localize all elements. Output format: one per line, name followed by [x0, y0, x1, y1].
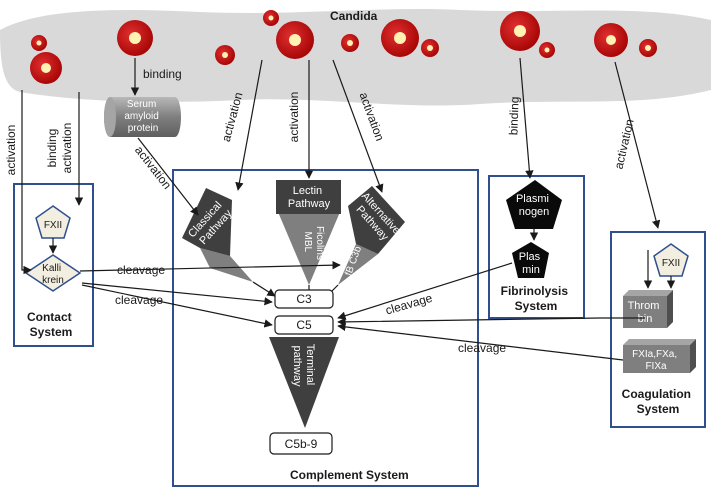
coagulation-system-title: Coagulation System [622, 387, 695, 416]
complement-system-title: Complement System [290, 468, 409, 482]
kallikrein-diamond [24, 254, 82, 292]
edge-label-binding: binding [506, 96, 521, 135]
terminal-pathway-triangle [269, 337, 339, 428]
candida-cells [30, 10, 657, 84]
c3-label: C3 [296, 292, 312, 306]
c5b9-label: C5b-9 [285, 437, 318, 451]
coagulation-system: FXII Throm bin FXIa,FXa, FIXa Coagulatio… [610, 231, 706, 428]
coagulation-fxii-label: FXII [662, 258, 680, 269]
activation-arrow-kallikrein [21, 90, 32, 275]
candida-cell [117, 20, 153, 56]
kallikrein-cleavage-alternative-arrow [79, 260, 341, 272]
contact-system: FXII Kalli krein Contact System [13, 183, 94, 347]
kallikrein-label: Kalli krein [42, 263, 64, 286]
edge-label-binding: binding [45, 129, 59, 168]
thrombin-label: Throm bin [628, 300, 663, 325]
candida-cell [341, 34, 359, 52]
terminal-pathway-label: Terminal pathway [291, 344, 316, 389]
candida-cell [215, 45, 235, 65]
c5b9-box [269, 432, 333, 455]
edge-label-activation: activation [60, 123, 74, 174]
plasmin-pentagon [512, 242, 549, 278]
edge-label-activation: activation [132, 143, 174, 192]
complement-system: Classical Pathway C1q Lectin Pathway MBL… [172, 169, 479, 487]
edges [21, 57, 676, 361]
activation-arrow-alternative [332, 59, 384, 193]
candida-label: Candida [330, 9, 378, 23]
edge-label-binding: binding [143, 67, 182, 81]
classical-pathway: Classical Pathway C1q [182, 188, 257, 282]
activation-arrow-classical [235, 59, 263, 191]
edge-label-cleavage: cleavage [117, 263, 165, 277]
candida-band: Candida [0, 9, 711, 106]
edge-label-activation: activation [612, 118, 637, 171]
plasmin-label: Plas min [519, 251, 543, 276]
kallikrein-cleavage-c3-arrow [81, 282, 273, 306]
c5-box [274, 315, 334, 335]
c3-box [274, 289, 334, 309]
plasminogen-pentagon [506, 180, 562, 229]
thrombin-cleavage-arrow [337, 317, 645, 327]
alternative-to-c3-line [331, 284, 339, 292]
plasminogen-label: Plasmi nogen [516, 193, 552, 218]
factors-cleavage-arrow [337, 322, 624, 361]
edge-label-activation: activation [4, 125, 18, 176]
edge-label-cleavage: cleavage [115, 293, 163, 307]
candida-cell [381, 19, 419, 57]
plasmin-cleavage-arrow [337, 262, 513, 320]
thrombin-box: Throm bin [623, 290, 673, 328]
contact-fxii-label: FXII [44, 220, 62, 231]
serum-amyloid-to-classical-arrow [137, 137, 199, 216]
serum-amyloid-protein: Serum amyloid protein [104, 97, 181, 137]
candida-cell [594, 23, 657, 57]
contact-system-title: Contact System [27, 310, 75, 339]
candida-cell [263, 10, 314, 59]
serum-amyloid-label: Serum amyloid protein [124, 99, 161, 134]
candida-cell [30, 35, 62, 84]
c5-label: C5 [296, 318, 312, 332]
fibrinolysis-system-title: Fibrinolysis System [501, 284, 572, 313]
lectin-pathway-label: Lectin Pathway [288, 185, 331, 210]
fibrinolysis-system: Plasmi nogen Plas min Fibrinolysis Syste… [488, 175, 585, 319]
activation-arrow-coagulation [614, 61, 661, 229]
edge-label-cleavage: cleavage [458, 341, 506, 355]
binding-arrow-plasminogen [519, 57, 534, 179]
factors-box: FXIa,FXa, FIXa [623, 339, 696, 373]
edge-label-activation: activation [287, 92, 301, 143]
factors-label: FXIa,FXa, FIXa [632, 349, 680, 372]
candida-cell [421, 39, 439, 57]
candida-cell [500, 11, 555, 58]
kallikrein-cleavage-c5-arrow [81, 284, 273, 328]
classical-to-c3-arrow [252, 281, 276, 297]
mbl-ficolins-label: MBL Ficolins [302, 226, 325, 260]
lectin-pathway: Lectin Pathway MBL Ficolins [276, 180, 341, 285]
